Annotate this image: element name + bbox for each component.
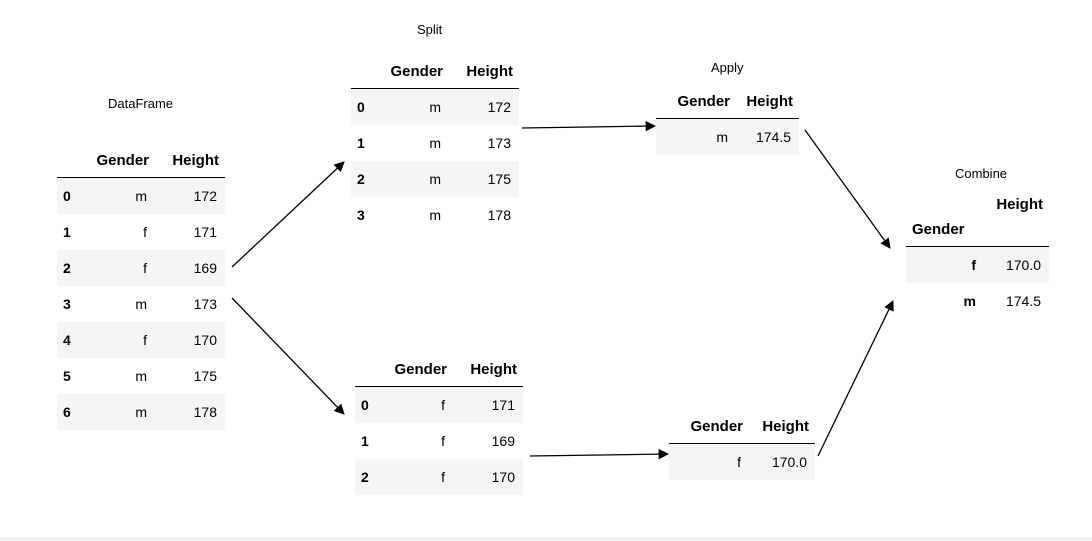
height-cell: 170 [193, 332, 217, 348]
height-cell: 173 [193, 296, 217, 312]
combine-caption: Combine [955, 166, 1008, 181]
split-caption: Split [417, 22, 443, 37]
arrow-apply-f [529, 448, 670, 460]
height-header: Height [746, 93, 793, 110]
height-cell: 172 [487, 99, 511, 115]
row-index: 1 [63, 224, 71, 240]
height-cell: 169 [491, 433, 515, 449]
dataframe-caption: DataFrame [108, 96, 174, 111]
arrow-split-up [231, 161, 345, 268]
arrow-apply-m [521, 120, 657, 132]
gender-cell: f [143, 224, 147, 240]
height-cell: 170.0 [771, 454, 807, 470]
height-cell: 170.0 [1005, 257, 1041, 273]
row-index: 0 [361, 397, 369, 413]
height-cell: 175 [487, 171, 511, 187]
height-header: Height [996, 196, 1043, 213]
height-cell: 174.5 [755, 129, 791, 145]
gender-cell: f [143, 260, 147, 276]
gender-cell: m [716, 129, 728, 145]
gender-cell: f [737, 454, 741, 470]
gender-cell: m [429, 135, 441, 151]
table-row: 1 f 169 [355, 423, 523, 459]
table-row: 0 m 172 [351, 88, 519, 125]
table-row: f 170.0 [669, 443, 815, 480]
height-cell: 173 [487, 135, 511, 151]
height-header: Height [172, 152, 219, 169]
split-m-table: Gender Height 0 m 172 1 m 173 2 m 175 3 m 178 [351, 63, 519, 233]
arrow-combine-f [817, 300, 894, 457]
table-row: 2 f 169 [57, 250, 225, 286]
apply-f-table: Gender Height f 170.0 [669, 418, 815, 480]
row-index: 0 [357, 99, 365, 115]
table-row: 2 m 175 [351, 161, 519, 197]
row-index: m [963, 293, 976, 309]
row-index: 5 [63, 368, 71, 384]
table-row: 0 m 172 [57, 177, 225, 214]
row-index: 1 [361, 433, 369, 449]
table-row: 3 m 173 [57, 286, 225, 322]
bottom-divider [0, 537, 1092, 541]
combine-table: Height Gender f 170.0 m 174.5 [906, 196, 1049, 319]
split-f-table: Gender Height 0 f 171 1 f 169 2 f 170 [355, 361, 523, 495]
gender-cell: m [135, 404, 147, 420]
height-cell: 171 [193, 224, 217, 240]
row-index: 2 [357, 171, 365, 187]
height-cell: 171 [491, 397, 515, 413]
row-index: 1 [357, 135, 365, 151]
arrow-combine-m [804, 129, 891, 249]
row-index: f [971, 257, 976, 273]
table-row: 1 m 173 [351, 125, 519, 161]
apply-caption: Apply [711, 60, 744, 75]
table-row: 0 f 171 [355, 386, 523, 423]
table-row: m 174.5 [906, 283, 1049, 319]
arrow-split-down [231, 297, 345, 415]
height-cell: 178 [487, 207, 511, 223]
gender-cell: m [429, 207, 441, 223]
gender-cell: f [441, 397, 445, 413]
height-cell: 175 [193, 368, 217, 384]
table-row: m 174.5 [656, 118, 799, 155]
gender-header: Gender [390, 63, 443, 80]
height-header: Height [466, 63, 513, 80]
table-row: 4 f 170 [57, 322, 225, 358]
row-index: 3 [357, 207, 365, 223]
apply-m-table: Gender Height m 174.5 [656, 93, 799, 155]
gender-cell: m [429, 171, 441, 187]
gender-cell: f [143, 332, 147, 348]
gender-cell: f [441, 433, 445, 449]
row-index: 6 [63, 404, 71, 420]
gender-header: Gender [677, 93, 730, 110]
height-header: Height [762, 418, 809, 435]
gender-cell: m [135, 368, 147, 384]
row-index: 2 [63, 260, 71, 276]
gender-cell: m [429, 99, 441, 115]
gender-cell: f [441, 469, 445, 485]
table-row: 1 f 171 [57, 214, 225, 250]
row-index: 2 [361, 469, 369, 485]
table-row: 3 m 178 [351, 197, 519, 233]
row-index: 4 [63, 332, 71, 348]
gender-header: Gender [690, 418, 743, 435]
gender-header: Gender [394, 361, 447, 378]
height-header: Height [470, 361, 517, 378]
table-row: 6 m 178 [57, 394, 225, 430]
height-cell: 169 [193, 260, 217, 276]
gender-header: Gender [96, 152, 149, 169]
gender-cell: m [135, 296, 147, 312]
row-index: 0 [63, 188, 71, 204]
table-row: 2 f 170 [355, 459, 523, 495]
dataframe-table: Gender Height 0 m 172 1 f 171 2 f 169 3 m 173 4 f… [57, 152, 225, 430]
table-row: 5 m 175 [57, 358, 225, 394]
height-cell: 178 [193, 404, 217, 420]
gender-index-header: Gender [912, 221, 965, 238]
height-cell: 172 [193, 188, 217, 204]
table-row: f 170.0 [906, 246, 1049, 283]
height-cell: 170 [491, 469, 515, 485]
height-cell: 174.5 [1005, 293, 1041, 309]
row-index: 3 [63, 296, 71, 312]
gender-cell: m [135, 188, 147, 204]
